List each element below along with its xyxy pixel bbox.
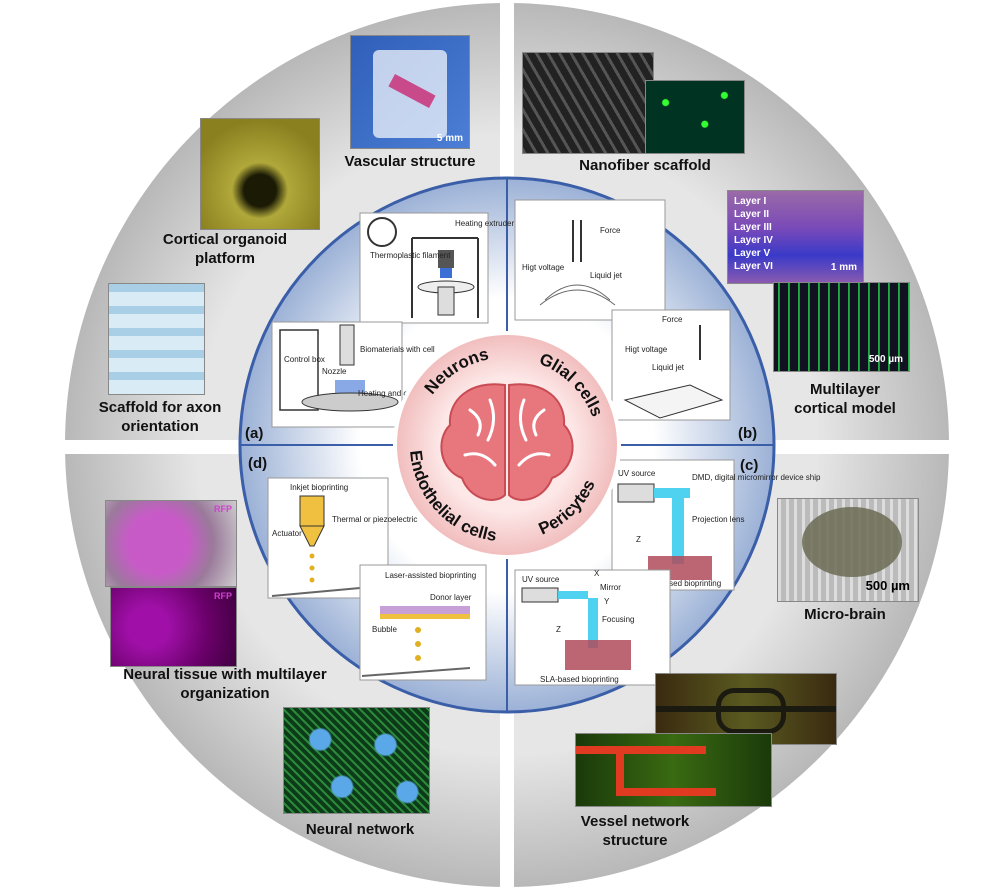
panel-a-extruder: Heating extruder Thermoplastic filament: [359, 212, 514, 324]
svg-text:Thermoplastic filament: Thermoplastic filament: [370, 251, 451, 260]
neural-tissue-photo-2: RFP: [110, 587, 237, 667]
svg-text:Z: Z: [636, 535, 641, 544]
multilayer-label: Multilayer cortical model: [794, 381, 896, 417]
panel-a-stage: Control box Nozzle Biomaterials with cel…: [271, 321, 451, 428]
panel-a-tag: (a): [245, 425, 263, 442]
svg-text:Biomaterials with cell: Biomaterials with cell: [360, 345, 435, 354]
svg-text:Force: Force: [662, 315, 683, 324]
svg-text:Inkjet bioprinting: Inkjet bioprinting: [290, 483, 348, 492]
svg-text:Force: Force: [600, 226, 621, 235]
svg-text:Mirror: Mirror: [600, 583, 621, 592]
svg-text:Liquid jet: Liquid jet: [652, 363, 685, 372]
organoid-photo: [200, 118, 320, 230]
panel-b-electrospin-2: Force Higt voltage Liquid jet: [611, 309, 731, 421]
vascular-label: Vascular structure: [344, 153, 476, 170]
svg-text:DLP-based bioprinting: DLP-based bioprinting: [642, 579, 721, 588]
svg-text:Higt voltage: Higt voltage: [522, 263, 565, 272]
panel-c-tag: (c): [740, 457, 758, 474]
svg-text:Projection lens: Projection lens: [692, 515, 744, 524]
multilayer-scale-2: 500 µm: [868, 354, 903, 365]
svg-text:Donor layer: Donor layer: [430, 593, 472, 602]
svg-text:Laser-assisted bioprinting: Laser-assisted bioprinting: [385, 571, 476, 580]
brain-icon: [440, 383, 574, 501]
layer-1: Layer I: [734, 196, 767, 207]
panel-d-inkjet: Inkjet bioprinting Actuator Thermal or p…: [267, 477, 417, 599]
svg-text:UV source: UV source: [618, 469, 656, 478]
svg-text:Thermal or piezoelectric: Thermal or piezoelectric: [332, 515, 417, 524]
neural-network-photo: [283, 707, 430, 814]
vessel-label: Vessel network structure: [580, 813, 690, 849]
panel-d-laser: Laser-assisted bioprinting Donor layer B…: [359, 564, 487, 681]
svg-text:UV source: UV source: [522, 575, 560, 584]
panel-c-sla: UV source X Mirror Y Focusing Z SLA-base…: [514, 569, 671, 686]
svg-text:Higt voltage: Higt voltage: [625, 345, 668, 354]
panel-b-tag: (b): [738, 425, 757, 442]
layer-5: Layer V: [734, 248, 771, 259]
svg-text:DMD, digital micromirror devic: DMD, digital micromirror device ship: [692, 473, 821, 482]
panel-d-tag: (d): [248, 455, 267, 472]
svg-text:X: X: [594, 569, 600, 578]
svg-text:Focusing: Focusing: [602, 615, 634, 624]
svg-text:Y: Y: [604, 597, 610, 606]
multilayer-histology-photo: Layer I Layer II Layer III Layer IV Laye…: [727, 190, 864, 284]
svg-text:Heating extruder: Heating extruder: [455, 219, 514, 228]
vascular-scale: 5 mm: [436, 133, 463, 144]
neural-network-label: Neural network: [305, 821, 415, 838]
svg-text:SLA-based bioprinting: SLA-based bioprinting: [540, 675, 619, 684]
vascular-photo: 5 mm: [350, 35, 470, 149]
neural-tissue-photo-1: RFP: [105, 500, 237, 587]
microbrain-photo: 500 µm: [777, 498, 919, 602]
rfp-label-2: RFP: [214, 591, 232, 601]
neural-tissue-label: Neural tissue with multilayer organizati…: [123, 666, 327, 702]
rfp-label-1: RFP: [214, 504, 232, 514]
layer-2: Layer II: [734, 209, 770, 220]
panel-c-dlp: UV source DMD, digital micromirror devic…: [611, 459, 821, 591]
layer-4: Layer IV: [734, 235, 773, 246]
axon-scaffold-photo: [108, 283, 205, 395]
svg-text:Actuator: Actuator: [272, 529, 302, 538]
svg-text:Heating and cooling stage: Heating and cooling stage: [358, 389, 451, 398]
microbrain-scale: 500 µm: [865, 578, 910, 593]
axon-label: Scaffold for axon orientation: [98, 399, 222, 435]
panel-b-electrospin-1: Force Higt voltage Liquid jet: [514, 199, 666, 321]
nanofiber-label: Nanofiber scaffold: [579, 157, 711, 174]
vessel-photo-2: [575, 733, 772, 807]
layer-6: Layer VI: [734, 261, 773, 272]
nanofiber-sem-photo: [522, 52, 654, 154]
svg-text:Z: Z: [556, 625, 561, 634]
svg-text:Bubble: Bubble: [372, 625, 397, 634]
multilayer-scale-1: 1 mm: [830, 262, 857, 273]
multilayer-fluorescence-photo: 500 µm: [773, 282, 910, 372]
svg-text:Nozzle: Nozzle: [322, 367, 347, 376]
layer-3: Layer III: [734, 222, 772, 233]
microbrain-label: Micro-brain: [804, 606, 886, 623]
svg-text:Control box: Control box: [284, 355, 325, 364]
nanofiber-fluorescence-photo: [645, 80, 745, 154]
svg-text:Liquid jet: Liquid jet: [590, 271, 623, 280]
organoid-label: Cortical organoid platform: [162, 231, 288, 267]
center-disk: [393, 331, 621, 559]
